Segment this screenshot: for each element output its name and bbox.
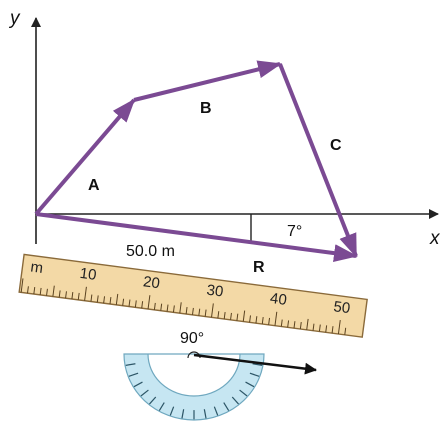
ruler-mark-20: 20 <box>142 273 161 292</box>
protractor-body <box>123 353 265 421</box>
ruler-tick <box>52 285 55 297</box>
protractor-tick <box>169 406 175 416</box>
protractor-tick <box>223 402 230 411</box>
ruler-tick <box>261 316 264 325</box>
ruler-tick <box>280 319 283 327</box>
ruler-mark-50: 50 <box>332 298 351 317</box>
angle-label: 7° <box>287 223 302 240</box>
ruler-tick <box>211 303 214 318</box>
ruler-tick <box>325 325 328 333</box>
vector-a <box>34 98 136 216</box>
ruler-body <box>18 253 368 338</box>
ruler-tick <box>147 295 151 310</box>
ruler-tick <box>153 302 156 310</box>
ruler-tick <box>337 320 341 335</box>
protractor-tick <box>231 396 239 405</box>
ruler-tick <box>242 310 246 322</box>
ruler-tick <box>191 307 194 315</box>
protractor: 90° <box>123 330 317 421</box>
vector-b <box>133 60 282 102</box>
ruler-tick <box>299 321 302 330</box>
ruler-tick <box>58 290 61 298</box>
ruler-tick <box>331 326 334 334</box>
ruler-tick <box>109 297 112 305</box>
ruler-tick <box>318 324 321 332</box>
ruler-tick <box>287 320 290 328</box>
ruler-tick <box>268 317 271 325</box>
ruler-tick <box>71 292 74 300</box>
ruler-tick <box>160 303 163 311</box>
ruler-tick <box>39 287 42 295</box>
magnitude-label: 50.0 m <box>126 243 175 260</box>
ruler-tick <box>344 327 347 335</box>
protractor-tick <box>203 409 207 419</box>
ruler-tick <box>217 311 220 319</box>
protractor-tick <box>140 389 149 397</box>
ruler-mark-10: 10 <box>79 265 98 284</box>
protractor-tick <box>249 372 260 377</box>
ruler-tick <box>65 291 67 299</box>
ruler-tick <box>26 286 29 294</box>
protractor-tick <box>252 363 263 366</box>
ruler-tick <box>115 293 119 305</box>
ruler-tick <box>293 321 296 329</box>
protractor-tick <box>239 389 248 397</box>
ruler-tick <box>198 308 201 316</box>
ruler-mark-30: 30 <box>206 282 225 301</box>
protractor-tick <box>128 372 139 377</box>
ruler-tick <box>20 278 24 293</box>
protractor-angle-label: 90° <box>180 330 204 347</box>
protractor-tick <box>133 381 143 388</box>
ruler-tick <box>204 309 207 317</box>
ruler-tick <box>128 299 131 307</box>
ruler-tick <box>312 323 315 331</box>
ruler: m 10 20 30 40 50 <box>18 253 368 338</box>
ruler-tick <box>141 301 144 309</box>
y-axis-label: y <box>8 8 21 29</box>
vector-a-label: A <box>88 177 100 194</box>
x-axis-label: x <box>429 228 441 249</box>
vector-r <box>35 212 358 263</box>
ruler-tick <box>33 287 36 295</box>
ruler-tick <box>249 315 251 323</box>
ruler-tick <box>230 312 232 320</box>
vector-b-label: B <box>200 100 212 117</box>
protractor-tick <box>149 396 157 405</box>
ruler-tick <box>172 305 175 313</box>
protractor-pointer <box>193 353 317 375</box>
protractor-ticks <box>125 363 263 420</box>
protractor-tick <box>245 381 255 388</box>
ruler-tick <box>274 311 278 326</box>
ruler-tick <box>223 311 226 320</box>
ruler-tick <box>122 298 125 306</box>
vector-c-label: C <box>330 137 342 154</box>
ruler-tick <box>103 296 106 304</box>
protractor-tick <box>213 406 219 416</box>
ruler-tick <box>306 318 309 330</box>
ruler-tick <box>96 295 99 303</box>
ruler-tick <box>236 313 239 321</box>
ruler-tick <box>134 300 137 308</box>
ruler-tick <box>185 307 188 315</box>
ruler-mark-40: 40 <box>269 290 288 309</box>
ruler-tick <box>84 286 87 301</box>
ruler-tick <box>166 304 169 312</box>
protractor-tick <box>125 363 136 366</box>
vector-c <box>278 63 358 258</box>
ruler-tick <box>46 288 48 296</box>
ruler-tick <box>90 294 93 302</box>
ruler-tick <box>179 302 182 314</box>
ruler-tick <box>255 316 258 324</box>
protractor-tick <box>181 409 185 419</box>
ruler-unit: m <box>29 258 44 276</box>
vector-r-label: R <box>253 259 265 276</box>
ruler-tick <box>77 292 80 300</box>
ruler-ticks <box>20 278 347 335</box>
protractor-tick <box>158 402 165 411</box>
